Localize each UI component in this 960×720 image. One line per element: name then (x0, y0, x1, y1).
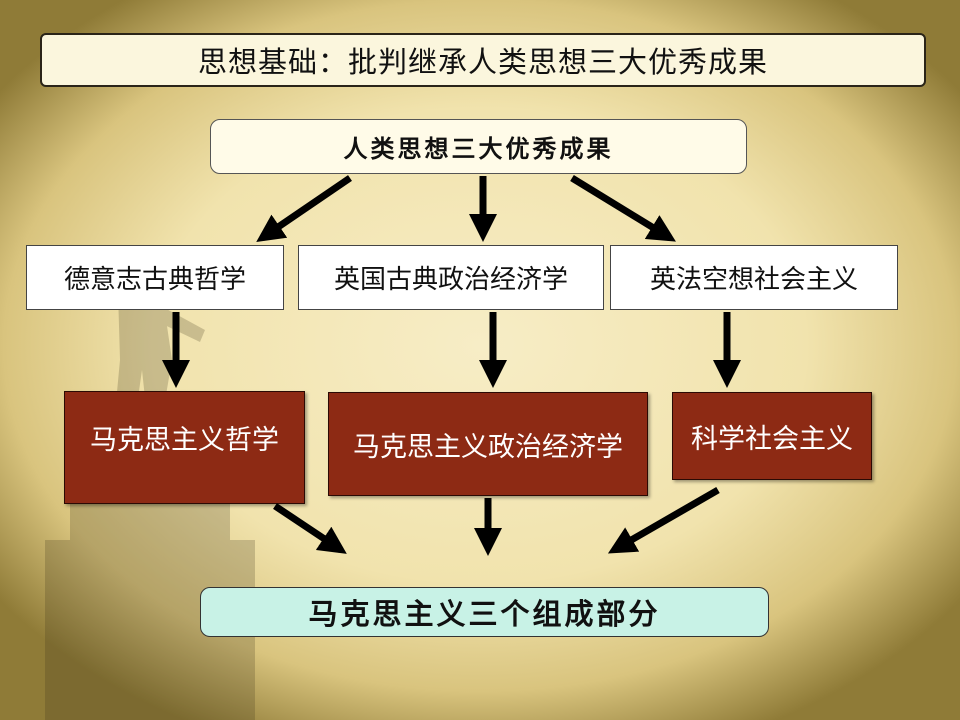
slide-title: 思想基础：批判继承人类思想三大优秀成果 (40, 33, 926, 87)
root-node-box: 人类思想三大优秀成果 (210, 119, 747, 174)
arrow-root-to-philosophy (256, 175, 352, 242)
marxist-philosophy-box: 马克思主义哲学 (64, 391, 305, 504)
marxist-political-economy-box: 马克思主义政治经济学 (328, 392, 648, 496)
arrow-philosophy-to-result (273, 503, 347, 554)
source-british-economics: 英国古典政治经济学 (298, 245, 604, 310)
source-utopian-socialism: 英法空想社会主义 (610, 245, 898, 310)
scientific-socialism-box: 科学社会主义 (672, 392, 872, 480)
source-german-philosophy: 德意志古典哲学 (26, 245, 284, 310)
arrow-socialism-to-result (607, 486, 720, 554)
arrow-root-to-socialism (570, 175, 676, 242)
three-components-box: 马克思主义三个组成部分 (200, 587, 769, 637)
